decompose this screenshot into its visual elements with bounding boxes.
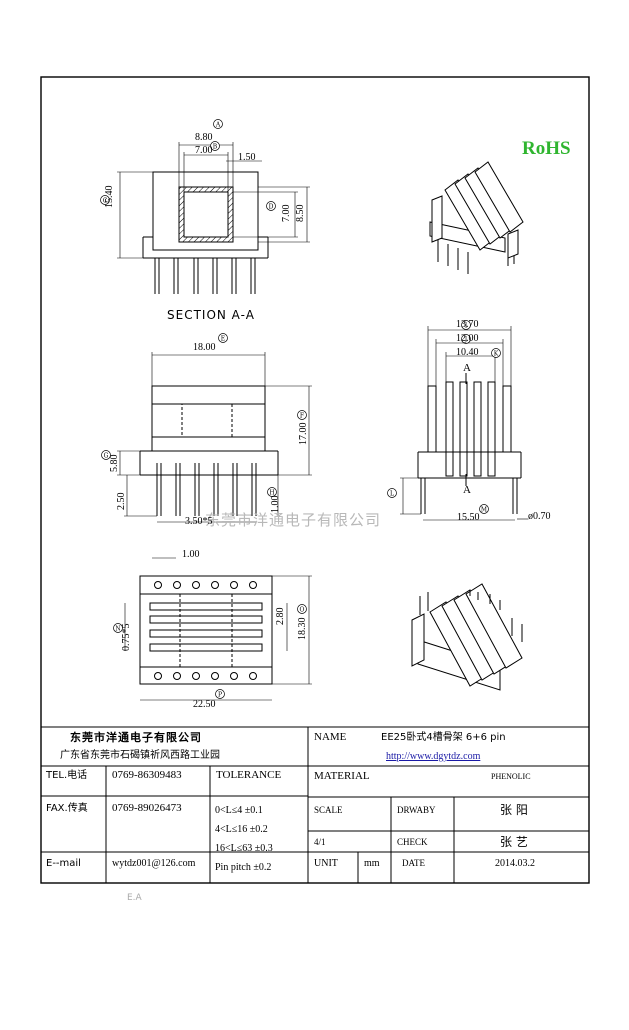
- svg-text:C: C: [103, 198, 108, 205]
- dim-18-00: 18.00: [193, 342, 216, 353]
- email-value[interactable]: wytdz001@126.com: [112, 858, 196, 869]
- dim-2-50: 2.50: [116, 492, 127, 511]
- title-block-grid: [41, 726, 589, 883]
- svg-text:B: B: [213, 144, 218, 151]
- section-label: SECTION A-A: [167, 308, 255, 322]
- material-value: PHENOLIC: [491, 772, 531, 781]
- dim-7-00-b: 7.00: [281, 204, 292, 223]
- drawn-by-label: DRWABY: [397, 805, 436, 815]
- dim-1-00-b: 1.00: [182, 549, 200, 560]
- bottom-view: [124, 557, 312, 701]
- svg-text:F: F: [300, 413, 304, 420]
- dim-3-50x5: 3.50*5: [185, 516, 213, 527]
- unit-value: mm: [364, 858, 380, 869]
- svg-text:M: M: [481, 507, 487, 514]
- svg-text:H: H: [269, 490, 274, 497]
- section-view: [117, 142, 310, 294]
- svg-text:K: K: [494, 351, 499, 358]
- svg-text:J: J: [464, 337, 468, 344]
- dim-12-00: 12.00: [456, 333, 479, 344]
- name-value: EE25卧式4槽骨架 6+6 pin: [381, 732, 506, 743]
- scale-label: SCALE: [314, 805, 343, 815]
- website-link[interactable]: http://www.dgytdz.com: [386, 751, 481, 762]
- svg-text:A: A: [215, 122, 221, 129]
- reference-circle-N: N: [113, 623, 123, 633]
- email-label: E--mail: [46, 858, 81, 869]
- tolerance-row-2: 4<L≤16 ±0.2: [215, 824, 268, 835]
- reference-circle-H: H: [267, 487, 277, 497]
- check-label: CHECK: [397, 837, 428, 847]
- fax-value: 0769-89026473: [112, 802, 182, 814]
- side-view: [400, 326, 528, 521]
- date-label: DATE: [402, 858, 425, 868]
- name-label: NAME: [314, 731, 347, 743]
- isometric-view-top: [429, 161, 524, 274]
- reference-circle-D: D: [266, 201, 276, 211]
- company-address: 广东省东莞市石碣镇祈风西路工业园: [60, 750, 220, 761]
- date-value: 2014.03.2: [495, 858, 535, 869]
- rohs-badge: RoHS: [522, 138, 571, 159]
- svg-text:L: L: [390, 491, 394, 498]
- dim-17-00: 17.00: [298, 422, 309, 446]
- svg-text:D: D: [269, 204, 274, 211]
- dim-15-50: 15.50: [457, 512, 480, 523]
- reference-circle-J: J: [461, 334, 471, 344]
- reference-circle-G: G: [101, 450, 111, 460]
- tel-label: TEL.电话: [46, 770, 88, 781]
- dim-1-00-a: 1.00: [270, 495, 281, 514]
- dim-pin-diameter: ø0.70: [528, 511, 551, 522]
- front-view: [117, 352, 312, 523]
- check-value: 张 艺: [500, 835, 528, 849]
- dim-15-40: 15.40: [104, 185, 115, 209]
- reference-circle-A: A: [213, 119, 223, 129]
- reference-circle-O: O: [297, 604, 307, 614]
- dim-8-80: 8.80: [195, 132, 213, 143]
- reference-circle-E: E: [218, 333, 228, 343]
- svg-text:N: N: [115, 626, 120, 633]
- reference-circle-L: L: [387, 488, 397, 498]
- dim-8-50: 8.50: [295, 204, 306, 223]
- dim-10-40: 10.40: [456, 347, 479, 358]
- tel-value: 0769-86309483: [112, 769, 182, 781]
- section-mark-bottom: A: [463, 484, 471, 496]
- dim-0-75x5: 0.75*5: [121, 623, 132, 652]
- reference-circle-C: C: [100, 195, 110, 205]
- svg-text:E: E: [221, 336, 225, 343]
- svg-text:O: O: [300, 607, 305, 614]
- material-label: MATERIAL: [314, 770, 370, 782]
- dim-2-80: 2.80: [275, 607, 286, 626]
- reference-circle-K: K: [491, 348, 501, 358]
- watermark: 东莞市洋通电子有限公司: [205, 511, 382, 529]
- section-mark-top: A: [463, 362, 471, 374]
- unit-label: UNIT: [314, 858, 338, 869]
- footer-mark: E.A: [127, 893, 142, 903]
- dim-13-70: 13.70: [456, 319, 479, 330]
- tolerance-row-1: 0<L≤4 ±0.1: [215, 805, 263, 816]
- reference-circle-F: F: [297, 410, 307, 420]
- svg-text:G: G: [104, 453, 109, 460]
- reference-circle-P: P: [215, 689, 225, 699]
- isometric-view-bottom: [411, 583, 523, 691]
- fax-label: FAX.传真: [46, 803, 88, 814]
- dim-18-30: 18.30: [297, 617, 308, 641]
- dim-1-50: 1.50: [238, 152, 256, 163]
- tolerance-row-4: Pin pitch ±0.2: [215, 862, 272, 873]
- dim-7-00-a: 7.00: [195, 145, 213, 156]
- svg-text:P: P: [218, 692, 222, 699]
- drawn-by-value: 张 阳: [500, 803, 528, 817]
- svg-text:I: I: [465, 323, 468, 330]
- tolerance-label: TOLERANCE: [216, 769, 282, 781]
- company-name: 东莞市洋通电子有限公司: [70, 731, 202, 744]
- dim-22-50: 22.50: [193, 699, 216, 710]
- dim-5-80: 5.80: [109, 454, 120, 473]
- reference-circle-B: B: [210, 141, 220, 151]
- sheet-frame: [40, 76, 590, 884]
- tolerance-row-3: 16<L≤63 ±0.3: [215, 843, 273, 854]
- scale-value: 4/1: [314, 837, 326, 847]
- reference-circle-M: M: [479, 504, 489, 514]
- reference-circle-I: I: [461, 320, 471, 330]
